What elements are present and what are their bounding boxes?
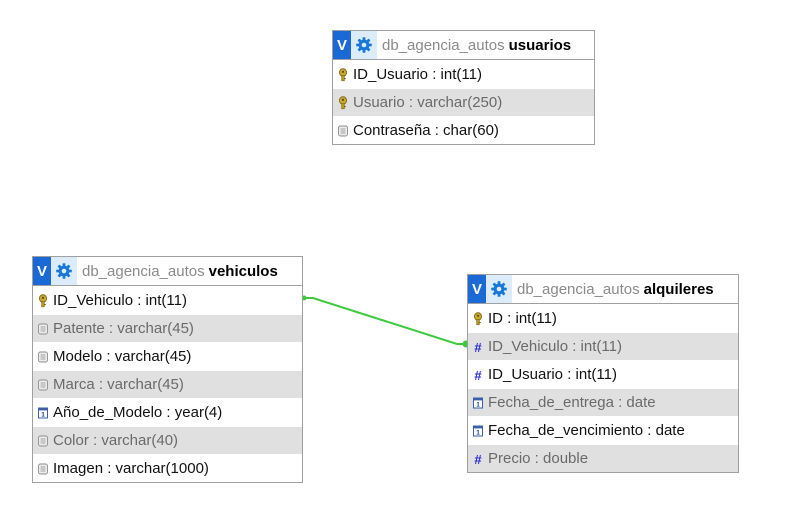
column-label: Fecha_de_entrega : date	[488, 394, 656, 411]
database-name: db_agencia_autos	[382, 36, 505, 54]
text-type-icon	[333, 117, 353, 144]
column-label: Color : varchar(40)	[53, 432, 179, 449]
column-label: Precio : double	[488, 450, 589, 467]
text-type-icon	[33, 371, 53, 398]
text-type-icon	[33, 427, 53, 454]
column-row[interactable]: Color : varchar(40)	[33, 426, 302, 454]
column-row[interactable]: ID : int(11)	[468, 304, 738, 332]
toggle-columns-button[interactable]: V	[468, 275, 486, 303]
column-label: Contraseña : char(60)	[353, 122, 499, 139]
column-label: ID_Usuario : int(11)	[353, 66, 482, 83]
gear-icon[interactable]	[51, 257, 77, 285]
svg-text:1: 1	[476, 401, 480, 408]
text-type-icon	[33, 455, 53, 482]
primary-key-icon	[333, 61, 353, 88]
date-type-icon: 1	[468, 389, 488, 416]
svg-text:#: #	[474, 340, 482, 354]
column-label: Año_de_Modelo : year(4)	[53, 404, 223, 421]
column-label: Patente : varchar(45)	[53, 320, 194, 337]
table-name: alquileres	[643, 280, 714, 298]
column-row[interactable]: Modelo : varchar(45)	[33, 342, 302, 370]
column-label: Usuario : varchar(250)	[353, 94, 503, 111]
column-label: Marca : varchar(45)	[53, 376, 184, 393]
gear-icon[interactable]	[486, 275, 512, 303]
primary-key-icon	[33, 287, 53, 314]
column-row[interactable]: Marca : varchar(45)	[33, 370, 302, 398]
svg-text:#: #	[474, 368, 482, 382]
date-type-icon: 1	[33, 399, 53, 426]
table-name: vehiculos	[208, 262, 278, 280]
numeric-type-icon: #	[468, 361, 488, 388]
gear-icon[interactable]	[351, 31, 377, 59]
svg-text:#: #	[474, 452, 482, 466]
svg-text:1: 1	[476, 429, 480, 436]
column-label: ID_Vehiculo : int(11)	[488, 338, 622, 355]
svg-text:1: 1	[41, 411, 45, 418]
relation-line[interactable]	[303, 297, 467, 345]
column-label: Fecha_de_vencimiento : date	[488, 422, 685, 439]
column-row[interactable]: Contraseña : char(60)	[333, 116, 594, 144]
primary-key-icon	[468, 305, 488, 332]
column-row[interactable]: 1 Fecha_de_entrega : date	[468, 388, 738, 416]
column-label: Imagen : varchar(1000)	[53, 460, 209, 477]
column-row[interactable]: Patente : varchar(45)	[33, 314, 302, 342]
numeric-type-icon: #	[468, 445, 488, 472]
column-label: ID : int(11)	[488, 310, 557, 327]
column-row[interactable]: Imagen : varchar(1000)	[33, 454, 302, 482]
column-label: ID_Vehiculo : int(11)	[53, 292, 187, 309]
column-row[interactable]: 1 Año_de_Modelo : year(4)	[33, 398, 302, 426]
column-row[interactable]: # ID_Usuario : int(11)	[468, 360, 738, 388]
column-row[interactable]: ID_Usuario : int(11)	[333, 60, 594, 88]
table-name: usuarios	[508, 36, 572, 54]
numeric-type-icon: #	[468, 333, 488, 360]
column-label: ID_Usuario : int(11)	[488, 366, 617, 383]
column-row[interactable]: 1 Fecha_de_vencimiento : date	[468, 416, 738, 444]
column-label: Modelo : varchar(45)	[53, 348, 192, 365]
column-row[interactable]: ID_Vehiculo : int(11)	[33, 286, 302, 314]
column-row[interactable]: Usuario : varchar(250)	[333, 88, 594, 116]
text-type-icon	[33, 315, 53, 342]
date-type-icon: 1	[468, 417, 488, 444]
database-name: db_agencia_autos	[517, 280, 640, 298]
database-name: db_agencia_autos	[82, 262, 205, 280]
toggle-columns-button[interactable]: V	[33, 257, 51, 285]
text-type-icon	[33, 343, 53, 370]
toggle-columns-button[interactable]: V	[333, 31, 351, 59]
column-row[interactable]: # ID_Vehiculo : int(11)	[468, 332, 738, 360]
primary-key-icon	[333, 89, 353, 116]
column-row[interactable]: # Precio : double	[468, 444, 738, 472]
